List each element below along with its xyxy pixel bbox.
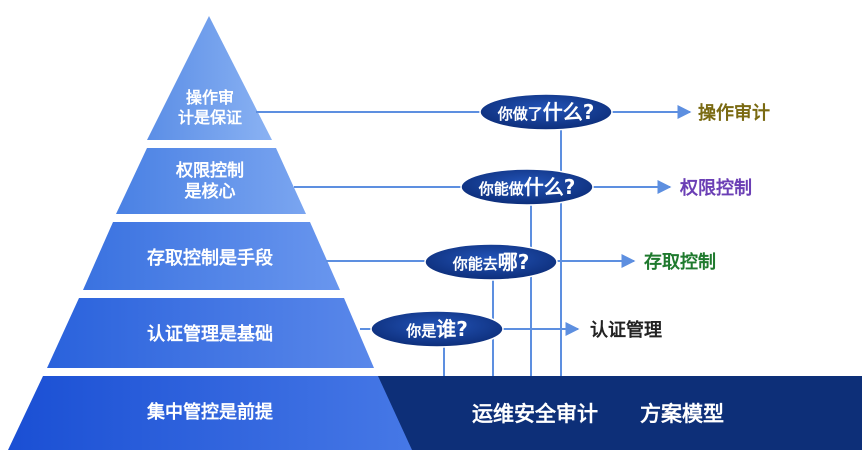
question-4-small: 你是 <box>405 322 437 340</box>
question-3-small: 你能去 <box>452 255 498 273</box>
question-bubble-3 <box>424 243 558 281</box>
model-title-bar <box>340 376 862 450</box>
question-2-big: 什么? <box>524 175 576 199</box>
output-permission: 权限控制 <box>679 177 752 199</box>
question-3: 你能去哪? <box>452 250 530 274</box>
question-bubble-4 <box>370 310 504 348</box>
question-4: 你是谁? <box>405 317 468 341</box>
tier-permission <box>116 148 306 214</box>
question-bubble-1 <box>479 93 613 131</box>
bar-subtitle: 方案模型 <box>640 402 724 426</box>
question-bubble-2 <box>460 168 594 206</box>
tier-centralized <box>8 376 412 450</box>
tier-audit <box>147 16 272 140</box>
bar-title: 运维安全审计 <box>472 402 598 426</box>
tier-auth-label: 认证管理是基础 <box>147 323 273 345</box>
output-audit: 操作审计 <box>698 102 770 124</box>
question-2-small: 你能做 <box>478 180 525 198</box>
output-access: 存取控制 <box>644 251 716 273</box>
question-1-big: 什么? <box>543 100 595 124</box>
question-2: 你能做什么? <box>478 175 576 199</box>
tier-permission-line2: 是核心 <box>185 181 236 202</box>
tier-access-label: 存取控制是手段 <box>147 247 274 269</box>
question-1-small: 你做了 <box>497 105 543 123</box>
question-1: 你做了什么? <box>497 100 595 124</box>
question-3-big: 哪? <box>498 250 530 274</box>
output-auth: 认证管理 <box>590 319 662 341</box>
tier-auth <box>47 298 374 368</box>
tier-audit-line1: 操作审 <box>186 88 234 107</box>
tier-centralized-label: 集中管控是前提 <box>146 401 274 423</box>
tier-access <box>83 222 340 290</box>
question-4-big: 谁? <box>436 317 468 341</box>
tier-audit-line2: 计是保证 <box>178 108 242 127</box>
tier-permission-line1: 权限控制 <box>175 160 244 181</box>
